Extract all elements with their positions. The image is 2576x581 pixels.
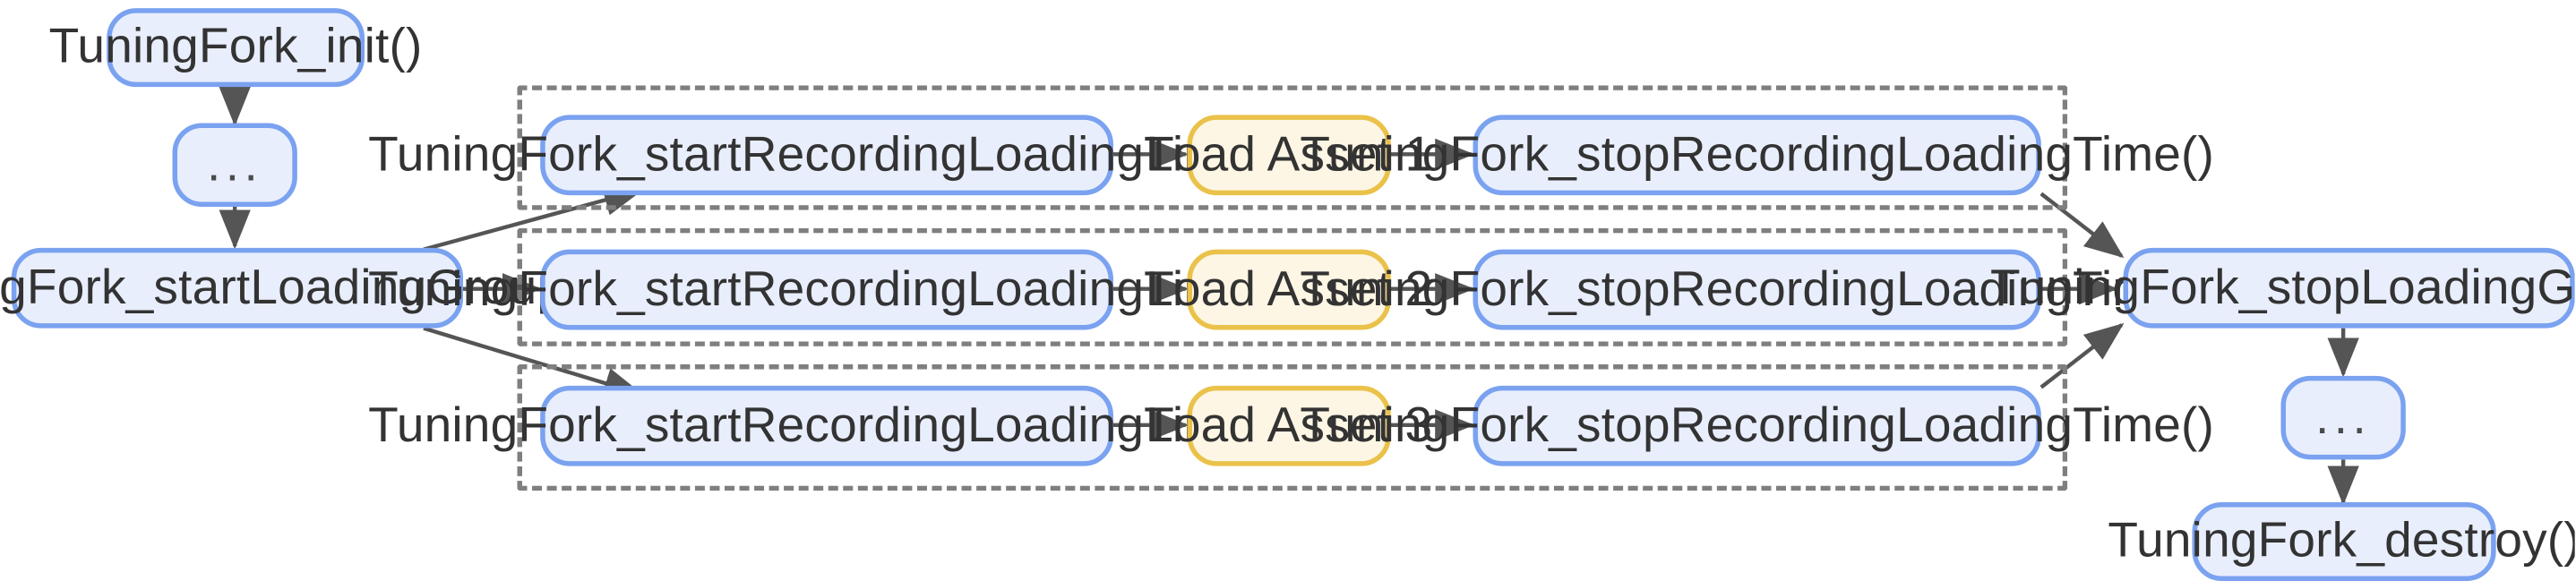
node-stop-recording-3[interactable]: TuningFork_stopRecordingLoadingTime() xyxy=(1300,385,2214,466)
node-label: TuningFork_startRecordingLoadingTime() xyxy=(368,127,1286,182)
node-start-recording-1[interactable]: TuningFork_startRecordingLoadingTime() xyxy=(368,115,1285,196)
node-label: TuningFork_init() xyxy=(48,20,423,74)
node-label: TuningFork_startLoadingGroup() xyxy=(0,260,598,315)
node-load-asset-3[interactable]: Load Asset 3 xyxy=(1146,385,1432,466)
node-stop-recording-1[interactable]: TuningFork_stopRecordingLoadingTime() xyxy=(1300,115,2214,196)
node-label: Load Asset 1 xyxy=(1146,127,1433,182)
node-label: Load Asset 3 xyxy=(1146,397,1433,453)
edge-start-group-to-row1 xyxy=(423,184,644,252)
node-label: TuningFork_stopRecordingLoadingTime() xyxy=(1300,397,2215,453)
edge-row3-stop-to-stop-group xyxy=(2039,322,2125,389)
node-label: TuningFork_stopRecordingLoadingTime() xyxy=(1300,261,2215,316)
node-label: TuningFork_startRecordingLoadingTime() xyxy=(368,397,1286,453)
node-start-recording-2[interactable]: TuningFork_startRecordingLoadingTime() xyxy=(368,249,1285,330)
node-start-loading-group[interactable]: TuningFork_startLoadingGroup() xyxy=(0,247,597,329)
node-label: TuningFork_stopLoadingGroup() xyxy=(1989,260,2575,315)
loading-group-box-2 xyxy=(517,227,2068,346)
node-label: ... xyxy=(2314,389,2372,444)
node-start-recording-3[interactable]: TuningFork_startRecordingLoadingTime() xyxy=(368,385,1285,466)
node-load-asset-2[interactable]: Load Asset 2 xyxy=(1146,249,1432,330)
node-label: TuningFork_destroy() xyxy=(2108,513,2575,568)
node-label: TuningFork_startRecordingLoadingTime() xyxy=(368,261,1286,316)
loading-group-box-1 xyxy=(517,85,2068,210)
node-tuningfork-destroy[interactable]: TuningFork_destroy() xyxy=(2108,502,2575,581)
node-load-asset-1[interactable]: Load Asset 1 xyxy=(1146,115,1432,196)
node-stop-loading-group[interactable]: TuningFork_stopLoadingGroup() xyxy=(1990,247,2575,329)
edge-row1-stop-to-stop-group xyxy=(2039,192,2125,259)
node-ellipsis-bottom[interactable]: ... xyxy=(2280,375,2406,460)
node-label: ... xyxy=(206,137,263,192)
node-label: TuningFork_stopRecordingLoadingTime() xyxy=(1300,127,2215,182)
node-stop-recording-2[interactable]: TuningFork_stopRecordingLoadingTime() xyxy=(1300,249,2214,330)
node-tuningfork-init[interactable]: TuningFork_init() xyxy=(49,8,422,88)
node-ellipsis-top[interactable]: ... xyxy=(172,123,297,207)
node-label: Load Asset 2 xyxy=(1146,261,1433,316)
loading-group-box-3 xyxy=(517,364,2068,491)
edge-start-group-to-row3 xyxy=(423,326,644,399)
